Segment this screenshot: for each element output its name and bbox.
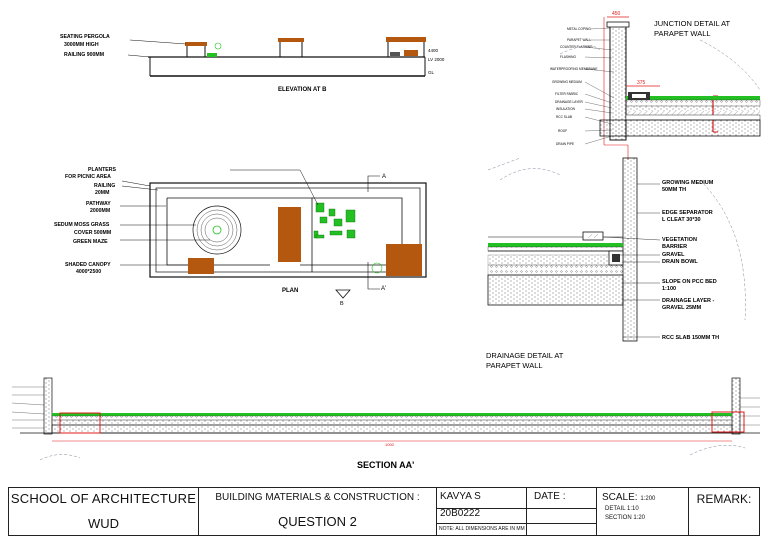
- section-title: SECTION AA': [357, 460, 414, 470]
- plan-label-9: GREEN MAZE: [73, 239, 108, 245]
- plan-label-7: SEDUM MOSS GRASS: [54, 222, 110, 228]
- plan-mark-a-prime: A': [381, 286, 386, 292]
- junction-title-2: PARAPET WALL: [654, 29, 711, 38]
- junction-label-5: WATERPROOFING MEMBRANE: [550, 67, 597, 71]
- student-name: KAVYA S: [440, 491, 481, 502]
- scale-section: SECTION 1:20: [605, 515, 646, 521]
- drain-label-8: DRAIN BOWL: [662, 259, 698, 265]
- junction-detail: JUNCTION DETAIL AT PARAPET WALL 450 375 …: [550, 11, 761, 160]
- elev-dim-1: 4400: [428, 48, 439, 53]
- roll-number: 20B0222: [440, 508, 481, 519]
- drain-label-1: GROWING MEDIUM: [662, 180, 714, 186]
- junction-label-8: DRAINAGE LAYER: [555, 100, 583, 104]
- plan-planter-corner: [386, 244, 422, 276]
- plan-drawing: A A' B PLAN PLANTERS FOR PICNIC AREA RAI…: [54, 167, 427, 307]
- drain-label-4: L CLEAT 30*30: [662, 217, 701, 223]
- drainage-title-1: DRAINAGE DETAIL AT: [486, 351, 564, 360]
- junction-label-1: METAL COPING: [567, 27, 591, 31]
- drain-label-11: DRAINAGE LAYER -: [662, 298, 715, 304]
- plan-planter-center: [278, 207, 301, 262]
- drain-label-5: VEGETATION: [662, 237, 697, 243]
- scale-detail: DETAIL 1:10: [605, 506, 639, 512]
- plan-title: PLAN: [282, 288, 298, 294]
- elev-dim-2: LV 2000: [428, 57, 445, 62]
- scale-value: 1:200: [640, 496, 656, 502]
- plan-label-4: 20MM: [95, 190, 109, 196]
- drain-label-10: 1:100: [662, 286, 676, 292]
- elevation-drawing: SEATING PERGOLA 3000MM HIGH RAILING 900M…: [60, 34, 445, 93]
- elevation-title: ELEVATION AT B: [278, 87, 327, 93]
- plan-green-maze: [313, 202, 356, 239]
- drain-label-2: 50MM TH: [662, 187, 686, 193]
- plan-label-6: 2000MM: [90, 208, 110, 214]
- dimension-note: NOTE: ALL DIMENSIONS ARE IN MM: [439, 526, 525, 532]
- junction-label-9: INSULATION: [556, 107, 576, 111]
- junction-label-2: PARAPET WALL: [567, 38, 591, 42]
- junction-label-7: FILTER FABRIC: [555, 92, 579, 96]
- plan-label-3: RAILING: [94, 183, 115, 189]
- plan-label-11: 4000*2500: [76, 269, 101, 275]
- school-name: SCHOOL OF ARCHITECTURE: [10, 491, 197, 506]
- plan-label-5: PATHWAY: [86, 201, 111, 207]
- pergola-2-roof: [278, 38, 304, 42]
- drain-label-12: GRAVEL 25MM: [662, 305, 702, 311]
- junction-label-4: FLASHING: [560, 55, 576, 59]
- title-block: SCHOOL OF ARCHITECTURE WUD BUILDING MATE…: [8, 487, 760, 536]
- junction-label-12: DRAIN PIPE: [556, 142, 574, 146]
- drain-label-3: EDGE SEPARATOR: [662, 210, 713, 216]
- junction-title-1: JUNCTION DETAIL AT: [654, 19, 731, 28]
- junction-dim-375: 375: [637, 80, 646, 86]
- title-block-remark-cell: REMARK:: [689, 488, 759, 535]
- drain-label-13: RCC SLAB 150MM TH: [662, 335, 719, 341]
- elev-label-3: RAILING 900MM: [64, 52, 104, 58]
- title-block-date-cell: DATE :: [527, 488, 597, 535]
- drain-label-9: SLOPE ON PCC BED: [662, 279, 717, 285]
- drain-label-6: BARRIER: [662, 244, 687, 250]
- scale-label-text: SCALE:: [602, 492, 638, 503]
- pergola-1-roof: [185, 42, 207, 46]
- drainage-detail: GROWING MEDIUM 50MM TH EDGE SEPARATOR L …: [486, 157, 746, 370]
- title-block-scale-cell: SCALE: 1:200 DETAIL 1:10 SECTION 1:20: [597, 488, 689, 535]
- plan-view-mark-b: B: [340, 301, 344, 307]
- section-dim: 1000: [385, 442, 395, 447]
- junction-small-labels: METAL COPING PARAPET WALL COUNTER FLASHI…: [550, 27, 597, 146]
- remark-label: REMARK:: [696, 492, 752, 506]
- plan-label-8: COVER 500MM: [74, 230, 111, 236]
- pergola-3-roof: [386, 37, 426, 42]
- section-aa-drawing: 1000 SECTION AA': [11, 377, 760, 470]
- plan-shaded-canopy: [188, 258, 214, 274]
- title-block-subject-cell: BUILDING MATERIALS & CONSTRUCTION : QUES…: [199, 488, 437, 535]
- scale-label: SCALE: 1:200: [602, 492, 688, 503]
- plan-label-10: SHADED CANOPY: [65, 262, 111, 268]
- elev-dim-3: GL: [428, 70, 435, 75]
- question-number: QUESTION 2: [278, 514, 357, 529]
- junction-dim-450: 450: [612, 11, 621, 17]
- junction-label-3: COUNTER FLASHING: [560, 45, 593, 49]
- plan-label-1: PLANTERS: [88, 167, 116, 173]
- elev-label-2: 3000MM HIGH: [64, 42, 99, 48]
- title-block-school-cell: SCHOOL OF ARCHITECTURE WUD: [9, 488, 199, 535]
- drain-label-7: GRAVEL: [662, 252, 685, 258]
- subject-name: BUILDING MATERIALS & CONSTRUCTION :: [215, 492, 420, 503]
- junction-label-11: ROOF: [558, 129, 567, 133]
- junction-label-10: RCC SLAB: [556, 115, 572, 119]
- plan-mark-a: A: [382, 174, 386, 180]
- university-name: WUD: [87, 516, 120, 531]
- date-label: DATE :: [534, 491, 566, 502]
- plan-label-2: FOR PICNIC AREA: [65, 174, 111, 180]
- drainage-title-2: PARAPET WALL: [486, 361, 543, 370]
- junction-label-6: GROWING MEDIUM: [552, 80, 582, 84]
- title-block-student-cell: KAVYA S 20B0222 NOTE: ALL DIMENSIONS ARE…: [437, 488, 596, 535]
- elev-label-1: SEATING PERGOLA: [60, 34, 110, 40]
